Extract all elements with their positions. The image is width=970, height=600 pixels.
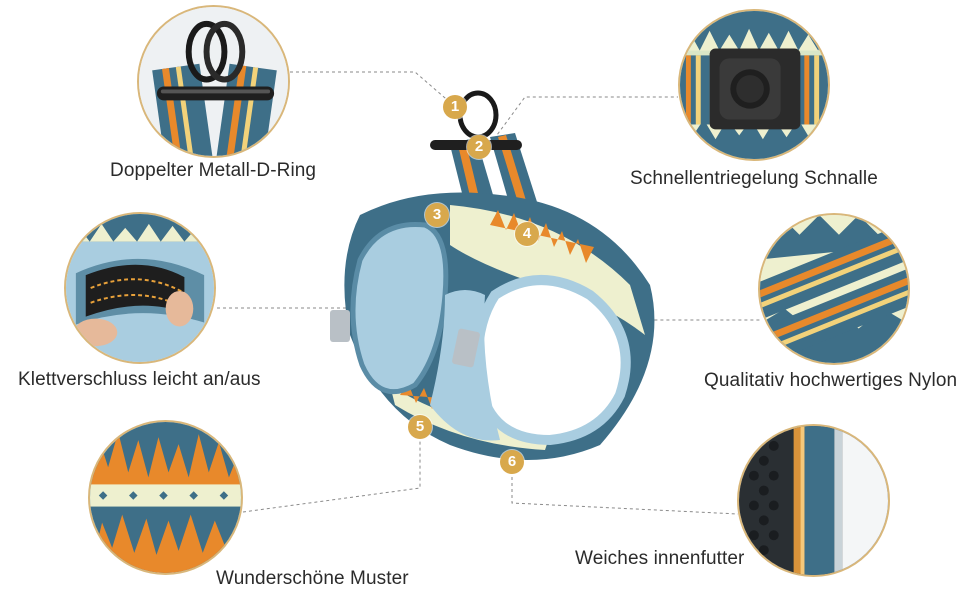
lining-detail-illustration: [739, 426, 888, 575]
detail-circle-nylon: [758, 213, 910, 365]
detail-circle-lining: [737, 424, 890, 577]
feature-label-3: Klettverschluss leicht an/aus: [18, 369, 261, 390]
reflective-strip-left: [330, 310, 350, 342]
feature-badge-4: 4: [515, 222, 539, 246]
feature-label-4: Qualitativ hochwertiges Nylon: [704, 370, 958, 391]
feature-badge-1: 1: [443, 95, 467, 119]
pattern-detail-illustration: [90, 422, 241, 573]
feature-label-2: Schnellentriegelung Schnalle: [630, 168, 878, 189]
right-leg-opening: [472, 275, 631, 446]
harness-illustration: [330, 90, 655, 460]
d-ring-detail-illustration: [139, 7, 288, 156]
velcro-detail-illustration: [66, 214, 214, 362]
feature-label-5: Wunderschöne Muster: [216, 568, 409, 589]
feature-badge-2: 2: [467, 135, 491, 159]
reflective-strip-center: [452, 328, 480, 368]
feature-badge-6: 6: [500, 450, 524, 474]
buckle-detail-illustration: [680, 11, 828, 159]
detail-circle-buckle: [678, 9, 830, 161]
detail-circle-d-ring: [137, 5, 290, 158]
d-ring: [457, 90, 499, 140]
feature-label-1: Doppelter Metall-D-Ring: [110, 160, 317, 181]
left-leg-opening: [350, 221, 449, 395]
detail-circle-pattern: [88, 420, 243, 575]
feature-badge-5: 5: [408, 415, 432, 439]
feature-label-6: Weiches innenfutter: [575, 548, 745, 569]
feature-badge-3: 3: [425, 203, 449, 227]
detail-circle-velcro: [64, 212, 216, 364]
nylon-detail-illustration: [760, 215, 908, 363]
